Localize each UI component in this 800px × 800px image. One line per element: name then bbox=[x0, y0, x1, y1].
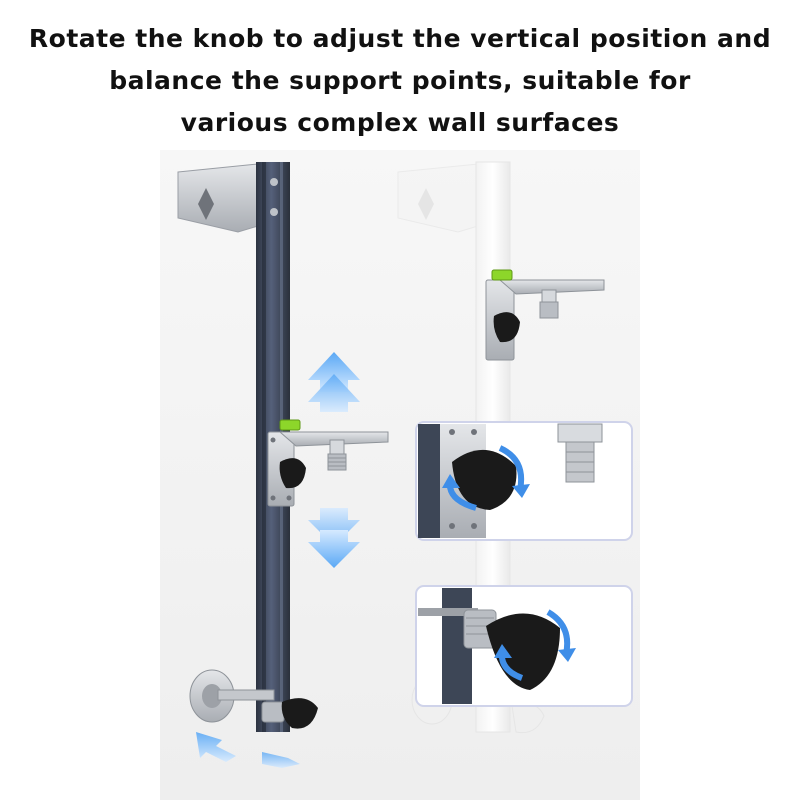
bottom-knob bbox=[261, 698, 318, 729]
ghost-slider-bracket bbox=[485, 269, 605, 361]
thumb-screw bbox=[327, 439, 347, 471]
caption-line-1: Rotate the knob to adjust the vertical p… bbox=[28, 24, 772, 53]
rotate-arrow-icon bbox=[494, 609, 576, 681]
caption-line-3: various complex wall surfaces bbox=[180, 108, 620, 137]
adjustment-knob bbox=[279, 458, 306, 489]
up-arrow-icon bbox=[308, 352, 360, 412]
rail-screw bbox=[270, 208, 278, 216]
ghost-top-bracket bbox=[397, 163, 479, 233]
down-arrow-icon bbox=[308, 508, 360, 568]
product-caption: Rotate the knob to adjust the vertical p… bbox=[0, 18, 800, 144]
level-bubble-icon bbox=[279, 419, 301, 431]
bottom-knob-closeup-callout bbox=[415, 585, 633, 707]
top-wall-bracket bbox=[177, 163, 259, 233]
side-arrow-icon bbox=[196, 732, 300, 768]
rail-screw bbox=[270, 178, 278, 186]
bottom-wall-anchor bbox=[189, 669, 275, 723]
rotate-arrow-icon bbox=[442, 445, 530, 511]
caption-line-2: balance the support points, suitable for bbox=[109, 66, 691, 95]
